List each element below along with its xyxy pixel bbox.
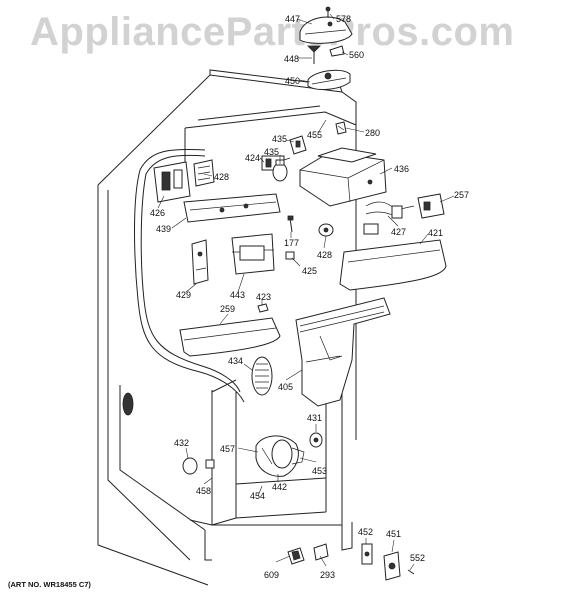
label-259: 259 <box>220 304 235 314</box>
wire-harness <box>134 148 245 403</box>
cabinet-front-post <box>341 522 353 551</box>
cabinet-frame <box>97 69 357 586</box>
part-428-thermostat <box>318 223 334 237</box>
part-435-socket <box>289 135 307 155</box>
part-450-bracket <box>307 69 351 90</box>
label-435-lower: 435 <box>264 147 279 157</box>
art-number: (ART NO. WR18455 C7) <box>8 580 91 589</box>
part-425-clip <box>285 251 295 260</box>
part-431-knob <box>309 432 323 448</box>
label-293: 293 <box>320 570 335 580</box>
label-552: 552 <box>410 553 425 563</box>
part-452-bracket <box>361 543 373 565</box>
label-439: 439 <box>156 224 171 234</box>
part-405-duct <box>295 297 391 407</box>
part-434-grille <box>251 356 273 396</box>
label-448: 448 <box>284 54 299 64</box>
label-578: 578 <box>336 14 351 24</box>
label-452: 452 <box>358 527 373 537</box>
part-293-clip <box>313 543 329 561</box>
label-177: 177 <box>284 238 299 248</box>
part-436-light-housing <box>299 147 387 207</box>
label-423: 423 <box>256 292 271 302</box>
part-448-screw <box>307 45 321 64</box>
part-439-rail <box>183 193 281 223</box>
part-442-fan-motor <box>255 435 305 477</box>
label-451: 451 <box>386 529 401 539</box>
part-259-cover <box>179 317 281 357</box>
label-405: 405 <box>278 382 293 392</box>
label-443: 443 <box>230 290 245 300</box>
part-443-mount <box>231 233 275 275</box>
label-421: 421 <box>428 228 443 238</box>
part-423-clip <box>257 303 269 313</box>
part-427-harness <box>363 201 415 235</box>
label-458: 458 <box>196 486 211 496</box>
label-450: 450 <box>285 76 300 86</box>
label-560: 560 <box>349 50 364 60</box>
part-609-clip <box>287 547 305 565</box>
wall-slot <box>122 392 134 416</box>
part-552-screw <box>407 569 415 575</box>
part-426-switch-housing <box>153 161 191 203</box>
label-428-lower: 428 <box>317 250 332 260</box>
label-453: 453 <box>312 466 327 476</box>
label-431: 431 <box>307 413 322 423</box>
label-429: 429 <box>176 290 191 300</box>
part-578-screw <box>325 6 331 18</box>
part-451-hinge <box>383 551 401 581</box>
part-447-cover <box>299 16 353 44</box>
part-257-control <box>417 193 445 219</box>
label-280: 280 <box>365 128 380 138</box>
part-labels: 447 578 448 560 450 435 455 280 424 435 … <box>150 14 469 580</box>
label-426: 426 <box>150 208 165 218</box>
label-434: 434 <box>228 356 243 366</box>
part-429-bracket <box>191 239 209 285</box>
part-177-head <box>287 215 294 221</box>
watermark: AppliancePartsPros.com <box>30 10 515 54</box>
label-257: 257 <box>454 190 469 200</box>
part-428-connector <box>193 159 215 187</box>
label-442: 442 <box>272 482 287 492</box>
wire-harness-inner <box>140 154 241 393</box>
part-280-clip <box>335 121 347 135</box>
label-435-upper: 435 <box>272 134 287 144</box>
label-436: 436 <box>394 164 409 174</box>
label-424: 424 <box>245 153 260 163</box>
label-428-upper: 428 <box>214 172 229 182</box>
leader-lines <box>157 13 455 571</box>
label-427: 427 <box>391 227 406 237</box>
label-425: 425 <box>302 266 317 276</box>
part-421-cover <box>339 239 447 291</box>
label-609: 609 <box>264 570 279 580</box>
label-432: 432 <box>174 438 189 448</box>
label-457: 457 <box>220 444 235 454</box>
part-432-damper <box>182 457 215 475</box>
label-447: 447 <box>285 14 300 24</box>
label-454: 454 <box>250 491 265 501</box>
lower-cabinet <box>189 379 343 561</box>
part-560-clip <box>329 45 345 57</box>
label-455: 455 <box>307 130 322 140</box>
